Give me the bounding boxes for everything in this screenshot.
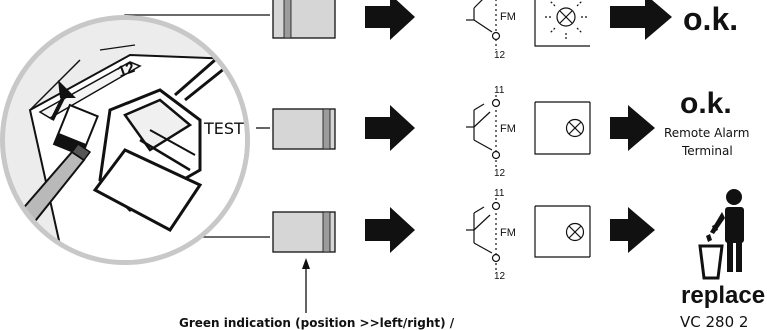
- indicator-arrow: [302, 258, 310, 313]
- test-label: TEST: [203, 119, 244, 138]
- replace-model-label: VC 280 2: [680, 313, 748, 330]
- terminal-12-label: 12: [494, 168, 506, 179]
- fm-label: FM: [500, 227, 516, 239]
- arrow-right-icon: [365, 105, 415, 151]
- terminal-12-label: 12: [494, 50, 506, 61]
- arrow-right-icon: [610, 0, 672, 40]
- magnifier-lens: 12: [0, 15, 250, 265]
- lamp-circuit-middle: [534, 101, 591, 155]
- trash-bin-icon: [698, 189, 744, 280]
- terminal-11-label: 11: [494, 85, 505, 96]
- lens-number: 12: [116, 59, 137, 81]
- terminal-11-label: 11: [494, 188, 505, 199]
- switch-symbol-top: FM 12: [466, 0, 516, 61]
- lamp-circuit-bottom: [534, 205, 591, 258]
- fm-label: FM: [500, 11, 516, 23]
- push-arrow-icon: [50, 80, 76, 121]
- arrow-right-icon: [610, 105, 655, 151]
- result-replace: replace: [681, 282, 765, 309]
- result-ok-middle: o.k.: [680, 87, 732, 120]
- fm-label: FM: [500, 123, 516, 135]
- terminal-label: Terminal: [681, 144, 733, 158]
- lamp-circuit-top: [534, 0, 590, 47]
- switch-symbol-middle: 11 FM 12: [466, 85, 516, 179]
- remote-alarm-label: Remote Alarm: [664, 126, 749, 140]
- bottom-note: Green indication (position >>left/right)…: [179, 316, 455, 330]
- lens-content: 12: [5, 20, 245, 260]
- module-top: [272, 0, 336, 39]
- lamp-rays-icon: [545, 0, 587, 39]
- module-bottom: [272, 211, 336, 253]
- switch-symbol-bottom: 11 FM 12: [466, 188, 516, 282]
- result-ok-top: o.k.: [683, 1, 738, 37]
- arrow-right-icon: [365, 0, 415, 40]
- terminal-12-label: 12: [494, 271, 506, 282]
- arrow-right-icon: [610, 207, 655, 253]
- module-middle: [272, 108, 336, 150]
- arrow-right-icon: [365, 207, 415, 253]
